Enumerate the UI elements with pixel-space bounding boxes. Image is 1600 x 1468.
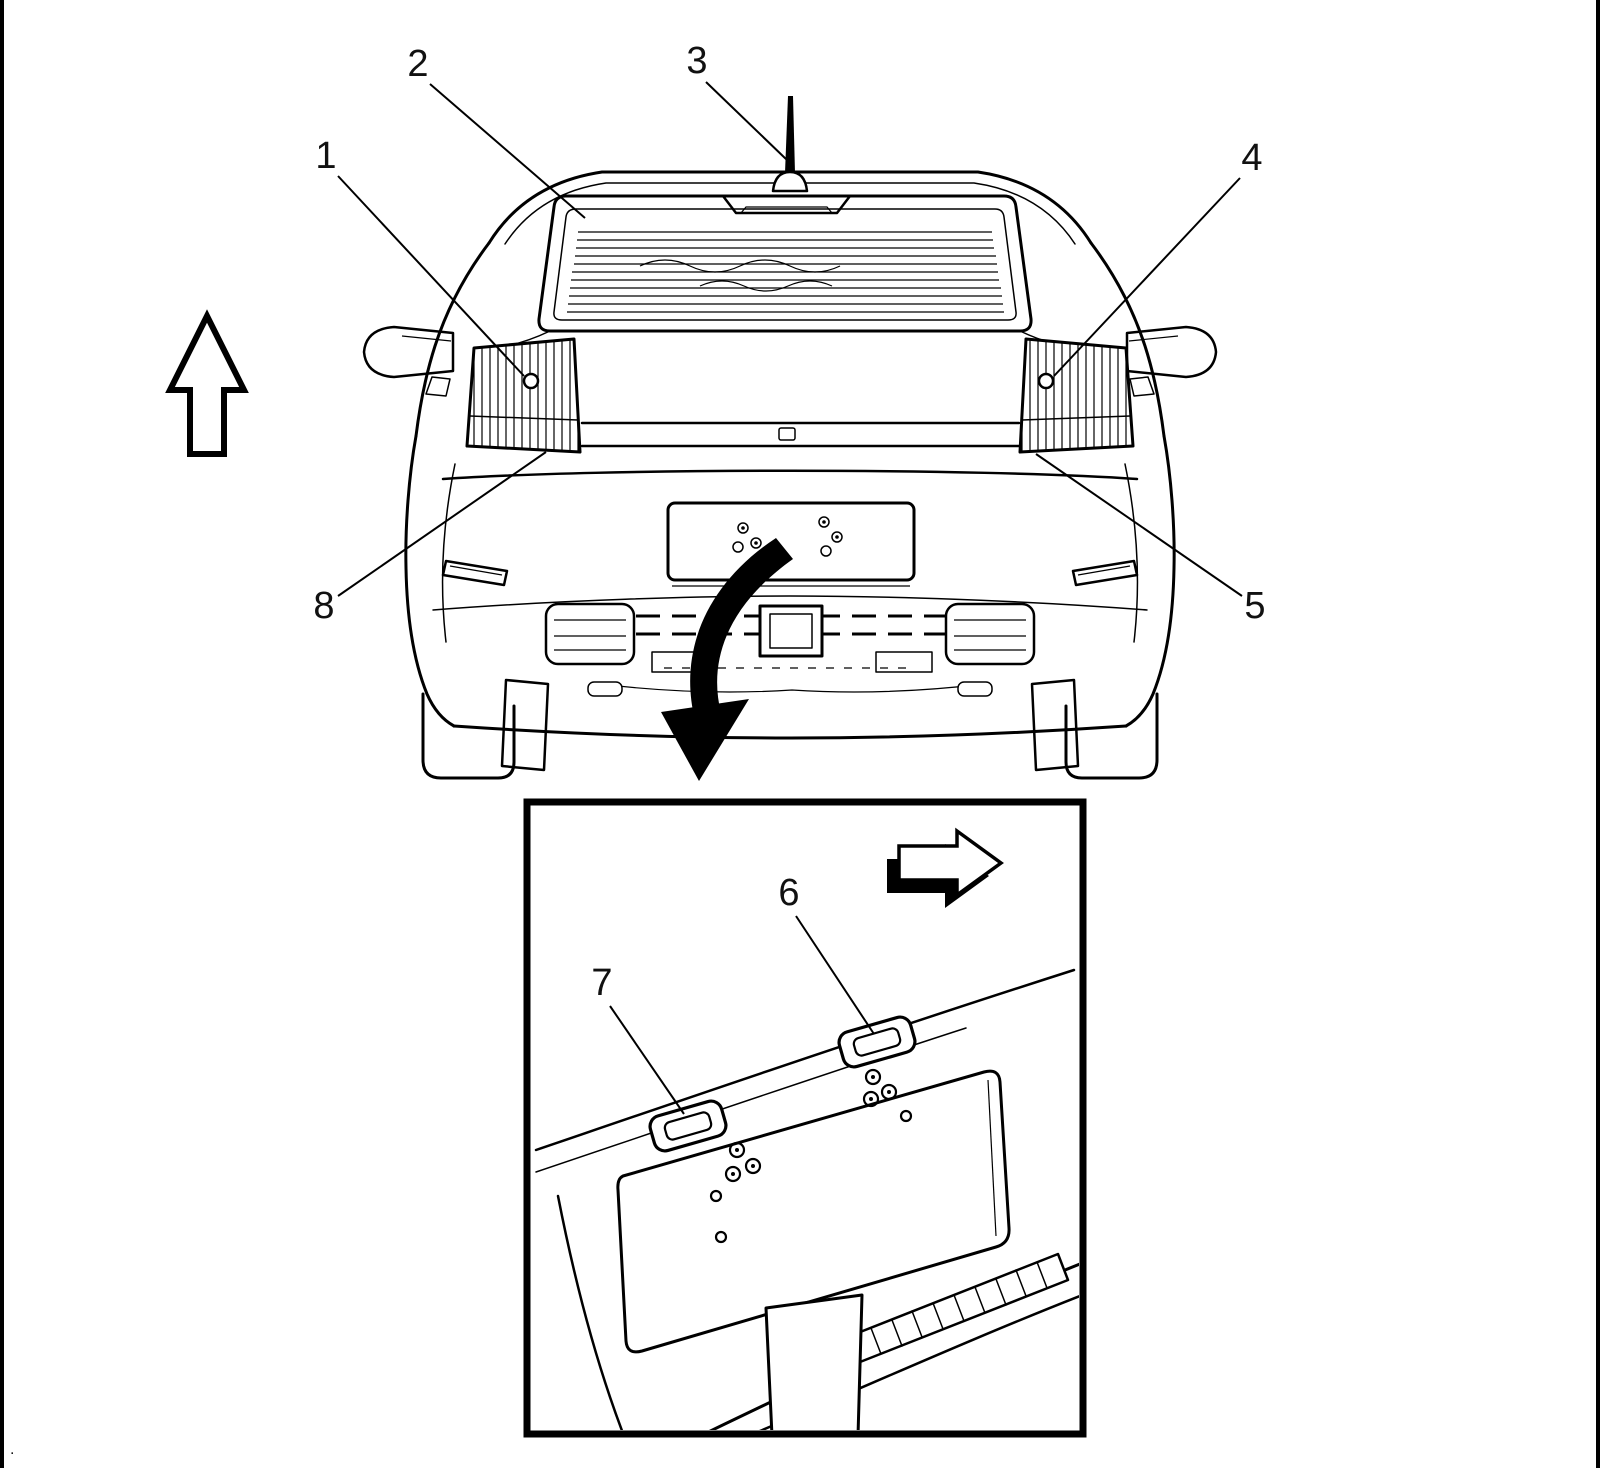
left-body-side [404,434,456,728]
callout-2: 2 [407,43,428,85]
callout-5: 5 [1244,585,1265,627]
left-exhaust-tip [587,681,623,697]
left-reflector [441,559,509,587]
right-taillight-outline [1018,337,1135,454]
glass-reflection-1 [639,259,841,273]
inset-rib-ticks [870,1261,1048,1355]
high-mount-stop-lamp [721,194,852,215]
callout-6-leader [795,915,875,1035]
left-reflector-inner [449,565,503,576]
right-mirror-stalk [1129,376,1155,397]
right-mirror-inner [1128,335,1179,342]
left-taillight-outline [465,337,582,454]
callout-1-leader [337,175,525,377]
right-pillar-line [1089,241,1166,438]
car-rear-view [362,96,1218,780]
left-mirror-stalk [425,376,451,397]
license-lamp-7 [648,1099,728,1153]
underbody-contour [599,683,985,693]
callout-4: 4 [1241,137,1262,179]
hitch-receiver [769,613,813,649]
bumper-bottom-edge [452,724,1128,740]
left-tire [421,692,516,780]
right-quarter-crease [1124,463,1139,643]
right-taillight-bulb [1037,372,1055,390]
right-mud-flap [1030,678,1080,772]
left-taillight [465,337,582,454]
inset-fasteners [709,1068,913,1244]
antenna-base [771,170,809,193]
callout-2-leader [429,83,586,219]
plate-pocket-outline [666,501,916,582]
left-taillight-bulb [522,372,540,390]
left-mud-flap [500,678,550,772]
underbody-bracket-right [875,651,933,673]
inset-center-recess [764,1293,864,1430]
left-page-border [0,0,4,1468]
inset-detail-box [523,798,1087,1438]
right-reflector [1071,559,1139,587]
license-lamp-6 [837,1015,917,1069]
inset-left-panel-edge [556,1194,624,1430]
left-pillar-line [414,241,491,438]
inset-content [534,827,1079,1430]
right-reflector-inner [1077,565,1131,576]
callout-3: 3 [686,40,707,82]
callout-4-leader [1053,177,1241,377]
inset-plate-recess [616,1069,1011,1354]
high-mount-stop-lamp-inner [740,206,833,214]
callout-1: 1 [315,135,336,177]
left-taillight-hatch [473,339,579,452]
glass-reflection-2 [699,280,833,292]
callout-8: 8 [313,585,334,627]
right-taillight [1018,337,1135,454]
callout-6: 6 [778,872,799,914]
left-quarter-crease [441,463,456,643]
left-mirror-inner [401,335,452,342]
right-taillight-divider [1021,415,1131,421]
right-page-border [1596,0,1600,1468]
right-muffler [944,602,1036,666]
up-arrow-icon [165,309,249,457]
fascia-step-line [432,595,1148,611]
callout-7-leader [609,1005,685,1115]
left-mirror [362,325,455,379]
right-exhaust-tip [957,681,993,697]
right-body-side [1124,434,1176,728]
plate-mount-holes [732,516,843,557]
left-taillight-divider [469,415,579,421]
license-plate-recess [666,501,916,587]
callout-8-leader [337,451,547,597]
page-artifact-dot: . [10,1441,14,1458]
inset-plate-recess-inner [987,1079,997,1237]
callout-3-leader [705,81,788,161]
emblem [778,427,796,441]
bumper-top-seam [441,469,1139,481]
antenna-mast [785,96,795,173]
trunk-strip [580,421,1021,448]
right-mirror [1125,325,1218,379]
defroster-lines [567,231,1004,313]
right-tire [1064,692,1159,780]
rear-window-inner [553,208,1017,321]
callout-5-leader [1035,453,1243,597]
callout-7: 7 [591,962,612,1004]
deck-lid-edge-upper [534,968,1076,1152]
curved-arrow-icon [661,538,793,781]
direction-arrow-icon [887,827,1004,908]
left-muffler [544,602,636,666]
callouts-layer: 1 2 3 4 5 6 7 8 [313,40,1266,1115]
